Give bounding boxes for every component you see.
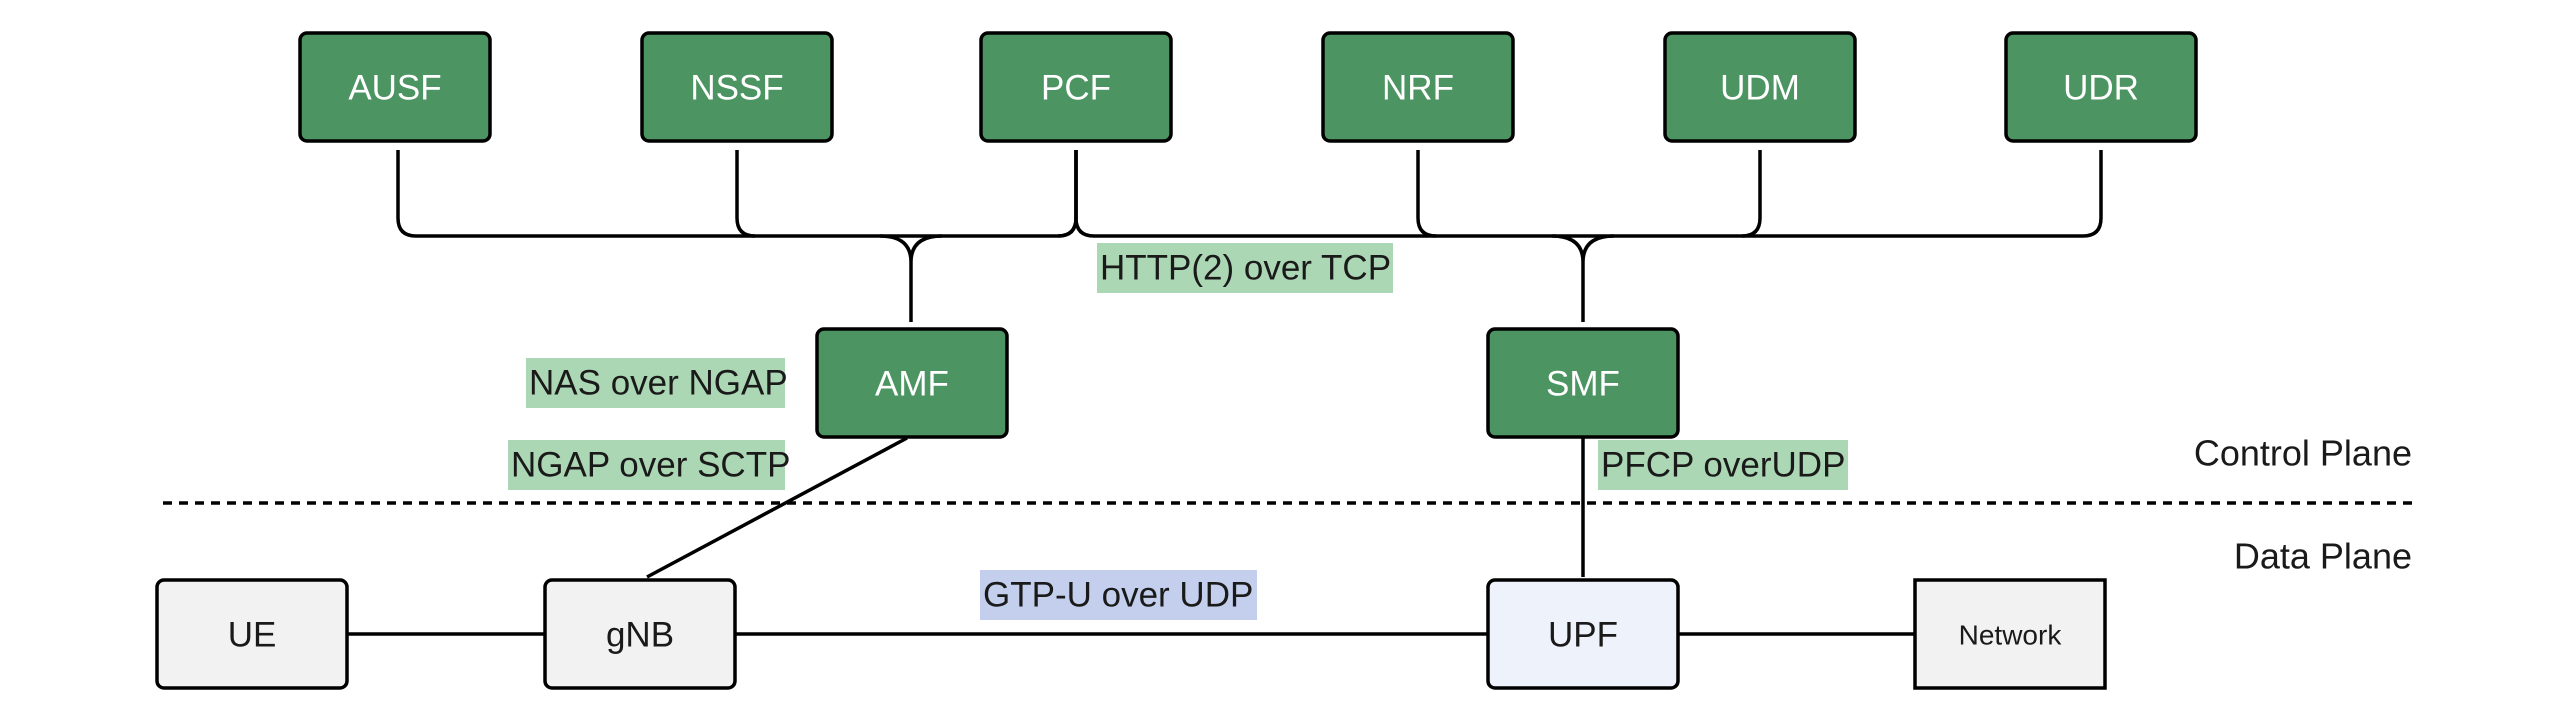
node-amf: AMF bbox=[815, 327, 1009, 439]
protocol-sbi: HTTP(2) over TCP bbox=[1097, 243, 1393, 293]
network-label: Network bbox=[1959, 620, 2063, 651]
udr-box bbox=[2004, 31, 2198, 143]
nrf-label: NRF bbox=[1382, 69, 1454, 108]
node-ausf: AUSF bbox=[298, 31, 492, 143]
udm-drop bbox=[1741, 150, 1762, 238]
node-nssf: NSSF bbox=[640, 31, 834, 143]
pfcp-label: PFCP overUDP bbox=[1601, 446, 1845, 485]
node-gnb: gNB bbox=[543, 578, 737, 690]
ue-box bbox=[155, 578, 349, 690]
udm-label: UDM bbox=[1720, 69, 1800, 108]
ngap-label: NGAP over SCTP bbox=[511, 446, 790, 485]
nssf-box bbox=[640, 31, 834, 143]
node-pcf: PCF bbox=[979, 31, 1173, 143]
service-bus bbox=[396, 150, 2103, 322]
protocol-ngap: NGAP over SCTP bbox=[508, 440, 790, 490]
pcf-box bbox=[979, 31, 1173, 143]
amf-bus-brace bbox=[879, 234, 943, 322]
node-udm: UDM bbox=[1663, 31, 1857, 143]
ausf-box bbox=[298, 31, 492, 143]
node-udr: UDR bbox=[2004, 31, 2198, 143]
gtpu-label: GTP-U over UDP bbox=[983, 576, 1253, 615]
gnb-box bbox=[543, 578, 737, 690]
node-ue: UE bbox=[155, 578, 349, 690]
udr-label: UDR bbox=[2063, 69, 2139, 108]
smf-box bbox=[1486, 327, 1680, 439]
sbi-highlight bbox=[1097, 243, 1393, 293]
amf-label: AMF bbox=[875, 365, 949, 404]
smf-label: SMF bbox=[1546, 365, 1620, 404]
udm-box bbox=[1663, 31, 1857, 143]
control-plane-label: Control Plane bbox=[2194, 433, 2412, 474]
upf-label: UPF bbox=[1548, 616, 1618, 655]
node-nrf: NRF bbox=[1321, 31, 1515, 143]
pcf-label: PCF bbox=[1041, 69, 1111, 108]
network-box bbox=[1913, 578, 2107, 690]
gnb-label: gNB bbox=[606, 616, 674, 655]
node-network: Network bbox=[1913, 578, 2107, 690]
ausf-label: AUSF bbox=[348, 69, 441, 108]
ue-label: UE bbox=[228, 616, 277, 655]
nrf-drop bbox=[1416, 150, 1437, 238]
upf-box bbox=[1486, 578, 1680, 690]
ngap-highlight bbox=[508, 440, 785, 490]
protocol-pfcp: PFCP overUDP bbox=[1598, 440, 1848, 490]
amf-gnb-link bbox=[646, 436, 908, 579]
protocol-gtpu: GTP-U over UDP bbox=[980, 570, 1257, 620]
bus-right-segment bbox=[1074, 150, 2103, 238]
sbi-label: HTTP(2) over TCP bbox=[1100, 249, 1391, 288]
nas-highlight bbox=[526, 358, 785, 408]
nas-label: NAS over NGAP bbox=[529, 364, 788, 403]
amf-box bbox=[815, 327, 1009, 439]
nssf-label: NSSF bbox=[690, 69, 783, 108]
node-upf: UPF bbox=[1486, 578, 1680, 690]
nssf-drop bbox=[735, 150, 756, 238]
protocol-nas: NAS over NGAP bbox=[526, 358, 788, 408]
gtpu-highlight bbox=[980, 570, 1257, 620]
node-smf: SMF bbox=[1486, 327, 1680, 439]
smf-bus-brace bbox=[1551, 234, 1615, 322]
pcf-drop bbox=[1057, 150, 1078, 238]
links bbox=[347, 436, 1915, 636]
nrf-box bbox=[1321, 31, 1515, 143]
pfcp-highlight bbox=[1598, 440, 1848, 490]
data-plane-label: Data Plane bbox=[2234, 536, 2412, 577]
